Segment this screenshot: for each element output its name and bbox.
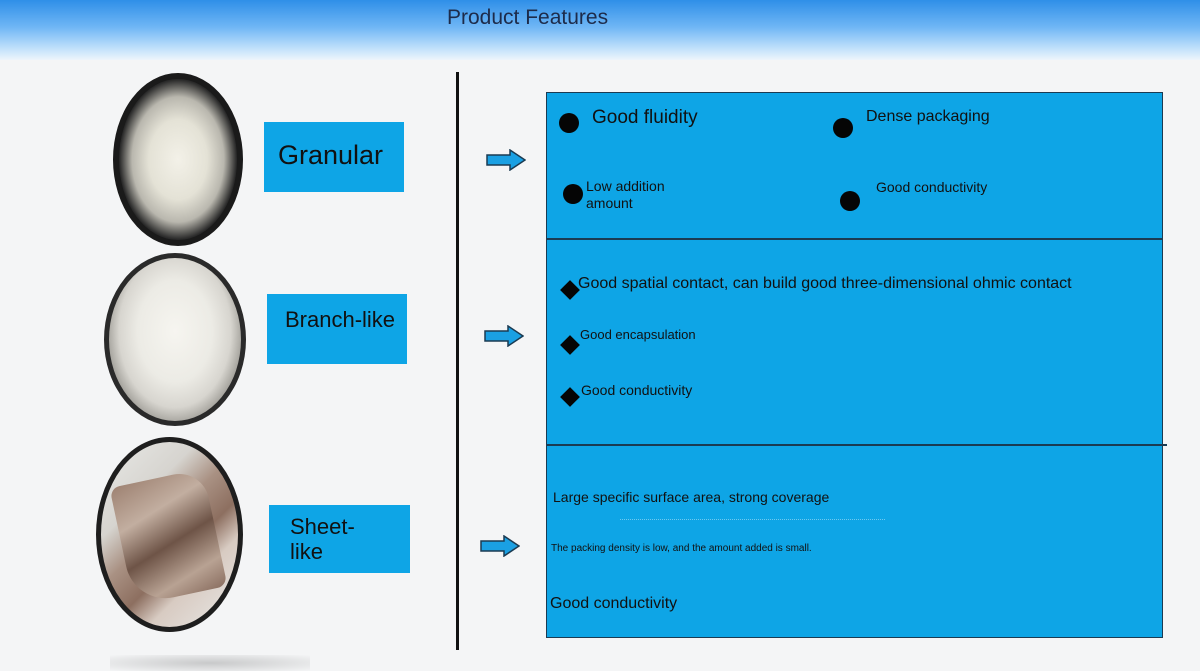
feature-text: Good conductivity bbox=[581, 382, 693, 398]
page-title: Product Features bbox=[447, 6, 609, 29]
right-arrow-icon bbox=[484, 325, 524, 347]
feature-text: Low addition amount bbox=[586, 178, 665, 211]
vertical-divider bbox=[456, 72, 459, 650]
feature-text: Good spatial contact, can build good thr… bbox=[578, 275, 1072, 292]
circle-bullet-icon bbox=[840, 191, 860, 211]
label-sheet-like-text: Sheet-like bbox=[290, 514, 355, 564]
granular-powder-image bbox=[113, 73, 243, 246]
right-arrow-icon bbox=[480, 535, 520, 557]
photo-shadow bbox=[110, 655, 310, 671]
circle-bullet-icon bbox=[563, 184, 583, 204]
right-arrow-icon bbox=[486, 149, 526, 171]
feature-text: The packing density is low, and the amou… bbox=[551, 543, 812, 554]
sheet-like-powder-image bbox=[96, 437, 243, 632]
feature-text: Good conductivity bbox=[876, 179, 988, 195]
header-banner: Product Features bbox=[0, 0, 1200, 60]
branch-like-powder-image bbox=[104, 253, 246, 426]
feature-text: Good encapsulation bbox=[580, 327, 696, 342]
foil-bag-shape bbox=[109, 468, 228, 606]
feature-text: Dense packaging bbox=[866, 108, 990, 125]
feature-text: Good fluidity bbox=[592, 107, 698, 128]
circle-bullet-icon bbox=[833, 118, 853, 138]
circle-bullet-icon bbox=[559, 113, 579, 133]
label-branch-like: Branch-like bbox=[267, 294, 407, 364]
label-sheet-like: Sheet-like bbox=[269, 505, 410, 573]
panel-divider bbox=[546, 238, 1163, 240]
label-granular: Granular bbox=[264, 122, 404, 192]
features-panel bbox=[546, 92, 1163, 638]
panel-divider bbox=[546, 444, 1167, 446]
feature-text: Good conductivity bbox=[550, 595, 678, 612]
faint-rule bbox=[620, 519, 885, 521]
feature-text: Large specific surface area, strong cove… bbox=[553, 489, 830, 505]
